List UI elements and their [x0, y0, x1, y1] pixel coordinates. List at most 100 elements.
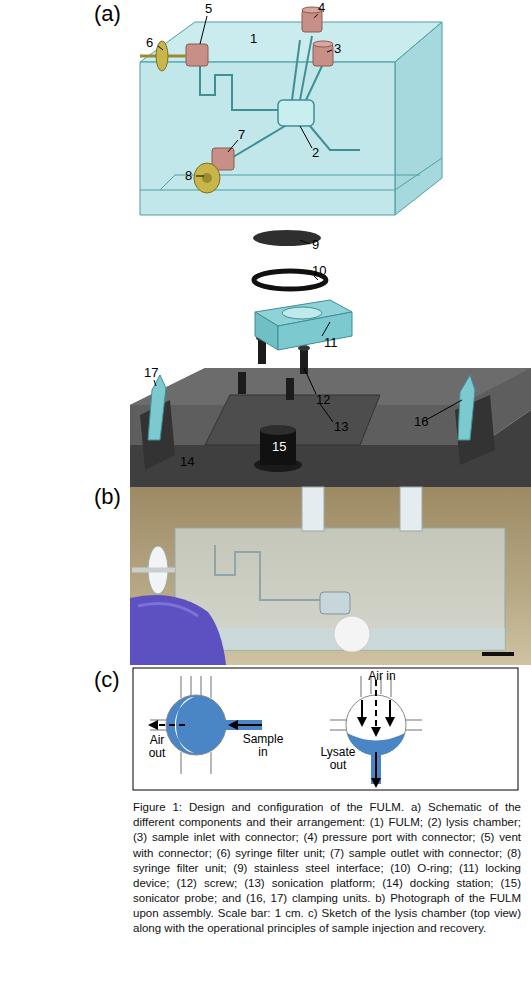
callout-number: 8 [185, 169, 192, 183]
sonication-platform [130, 368, 531, 445]
chamber-channel [330, 719, 347, 720]
callout-number: 3 [334, 42, 341, 56]
photograph [130, 487, 531, 665]
callout-number: 5 [205, 2, 212, 16]
chamber-channel [405, 729, 422, 730]
callout-number: 12 [316, 393, 330, 407]
screw [300, 348, 308, 374]
flow-arrow [375, 680, 377, 735]
stainless-steel-interface [253, 230, 321, 246]
chamber-recover [347, 733, 405, 755]
sketch-frame [133, 668, 518, 790]
leader-line [154, 14, 462, 422]
connector [313, 41, 333, 47]
photograph [482, 652, 514, 656]
leader-line [200, 16, 207, 44]
callout-number: 14 [180, 455, 194, 469]
chamber-channel [150, 719, 166, 720]
panel-label: (a) [94, 2, 121, 26]
leader-line [300, 240, 310, 244]
flow-arrow [361, 700, 363, 725]
photograph [130, 595, 226, 665]
leader-line [158, 46, 163, 50]
callout-number: 2 [312, 146, 319, 160]
chamber-channel [405, 719, 422, 720]
locking-device [255, 312, 278, 350]
callout-number: 4 [318, 1, 325, 15]
callout-number: 16 [414, 415, 428, 429]
leader-line [314, 14, 318, 18]
leader-line [304, 368, 316, 394]
photograph [130, 487, 531, 665]
figure-caption: Figure 1: Design and configuration of th… [133, 800, 521, 937]
callout-number: 17 [144, 366, 158, 380]
callout-number: 6 [146, 36, 153, 50]
chamber-channel [330, 729, 347, 730]
chamber-channel [210, 752, 211, 774]
callout-number: 11 [324, 336, 338, 350]
leader-line [154, 380, 156, 386]
photograph [138, 604, 198, 616]
microchannel [200, 36, 360, 160]
photograph [132, 568, 175, 573]
flow-label: Lysate out [312, 746, 364, 772]
connector [186, 44, 208, 66]
syringe-filter [140, 41, 220, 193]
microchannel [306, 66, 322, 100]
callout-number: 7 [238, 128, 245, 142]
clamping-unit [458, 375, 475, 440]
clamping-unit [148, 375, 166, 440]
stainless-steel-interface [253, 230, 321, 246]
panel-label: (c) [94, 668, 120, 692]
chamber-channel [190, 676, 191, 695]
chamber-channel [180, 752, 181, 774]
syringe-filter [156, 41, 168, 71]
microchannel [228, 126, 285, 160]
screw [238, 372, 246, 394]
locking-device [255, 300, 352, 350]
chamber-channel [150, 729, 166, 730]
fulm-block [140, 62, 395, 215]
photograph [400, 487, 422, 531]
chamber-channel [200, 676, 201, 695]
leader-line [327, 50, 332, 52]
flow-arrow [150, 680, 390, 786]
syringe-filter [194, 163, 220, 193]
sonicator-probe [260, 425, 296, 435]
fulm-block [395, 22, 442, 215]
panel-label: (b) [94, 485, 121, 509]
sketch-frame [133, 668, 518, 790]
photograph [302, 487, 324, 531]
photograph [334, 616, 370, 652]
flow-arrow [389, 700, 391, 725]
locking-device [282, 307, 322, 319]
flow-arrow [230, 724, 262, 726]
flow-arrow [375, 752, 377, 786]
fulm-block [140, 22, 442, 215]
leader-line [322, 322, 330, 336]
chamber-channel [150, 676, 422, 774]
callout-number: 13 [334, 420, 348, 434]
chamber-channel [360, 676, 361, 697]
leader-line [300, 126, 312, 148]
screw [286, 378, 294, 400]
sonicator-probe [260, 430, 296, 465]
sonicator-probe [254, 425, 302, 472]
chamber-channel [210, 676, 211, 698]
flow-arrow [150, 724, 185, 726]
flow-label: Sample in [238, 733, 288, 759]
chamber-inject [225, 720, 262, 730]
lysis-chamber [278, 100, 314, 126]
photograph [320, 592, 350, 614]
fulm-block [140, 158, 442, 190]
fulm-block [140, 22, 442, 62]
chamber-channel [180, 676, 181, 698]
connector [186, 7, 333, 170]
sonication-platform [130, 368, 531, 487]
callout-number: 10 [312, 264, 326, 278]
lysis-chamber [278, 100, 314, 126]
callout-number: 15 [272, 440, 286, 454]
photograph [215, 545, 330, 600]
leader-line [426, 400, 462, 420]
